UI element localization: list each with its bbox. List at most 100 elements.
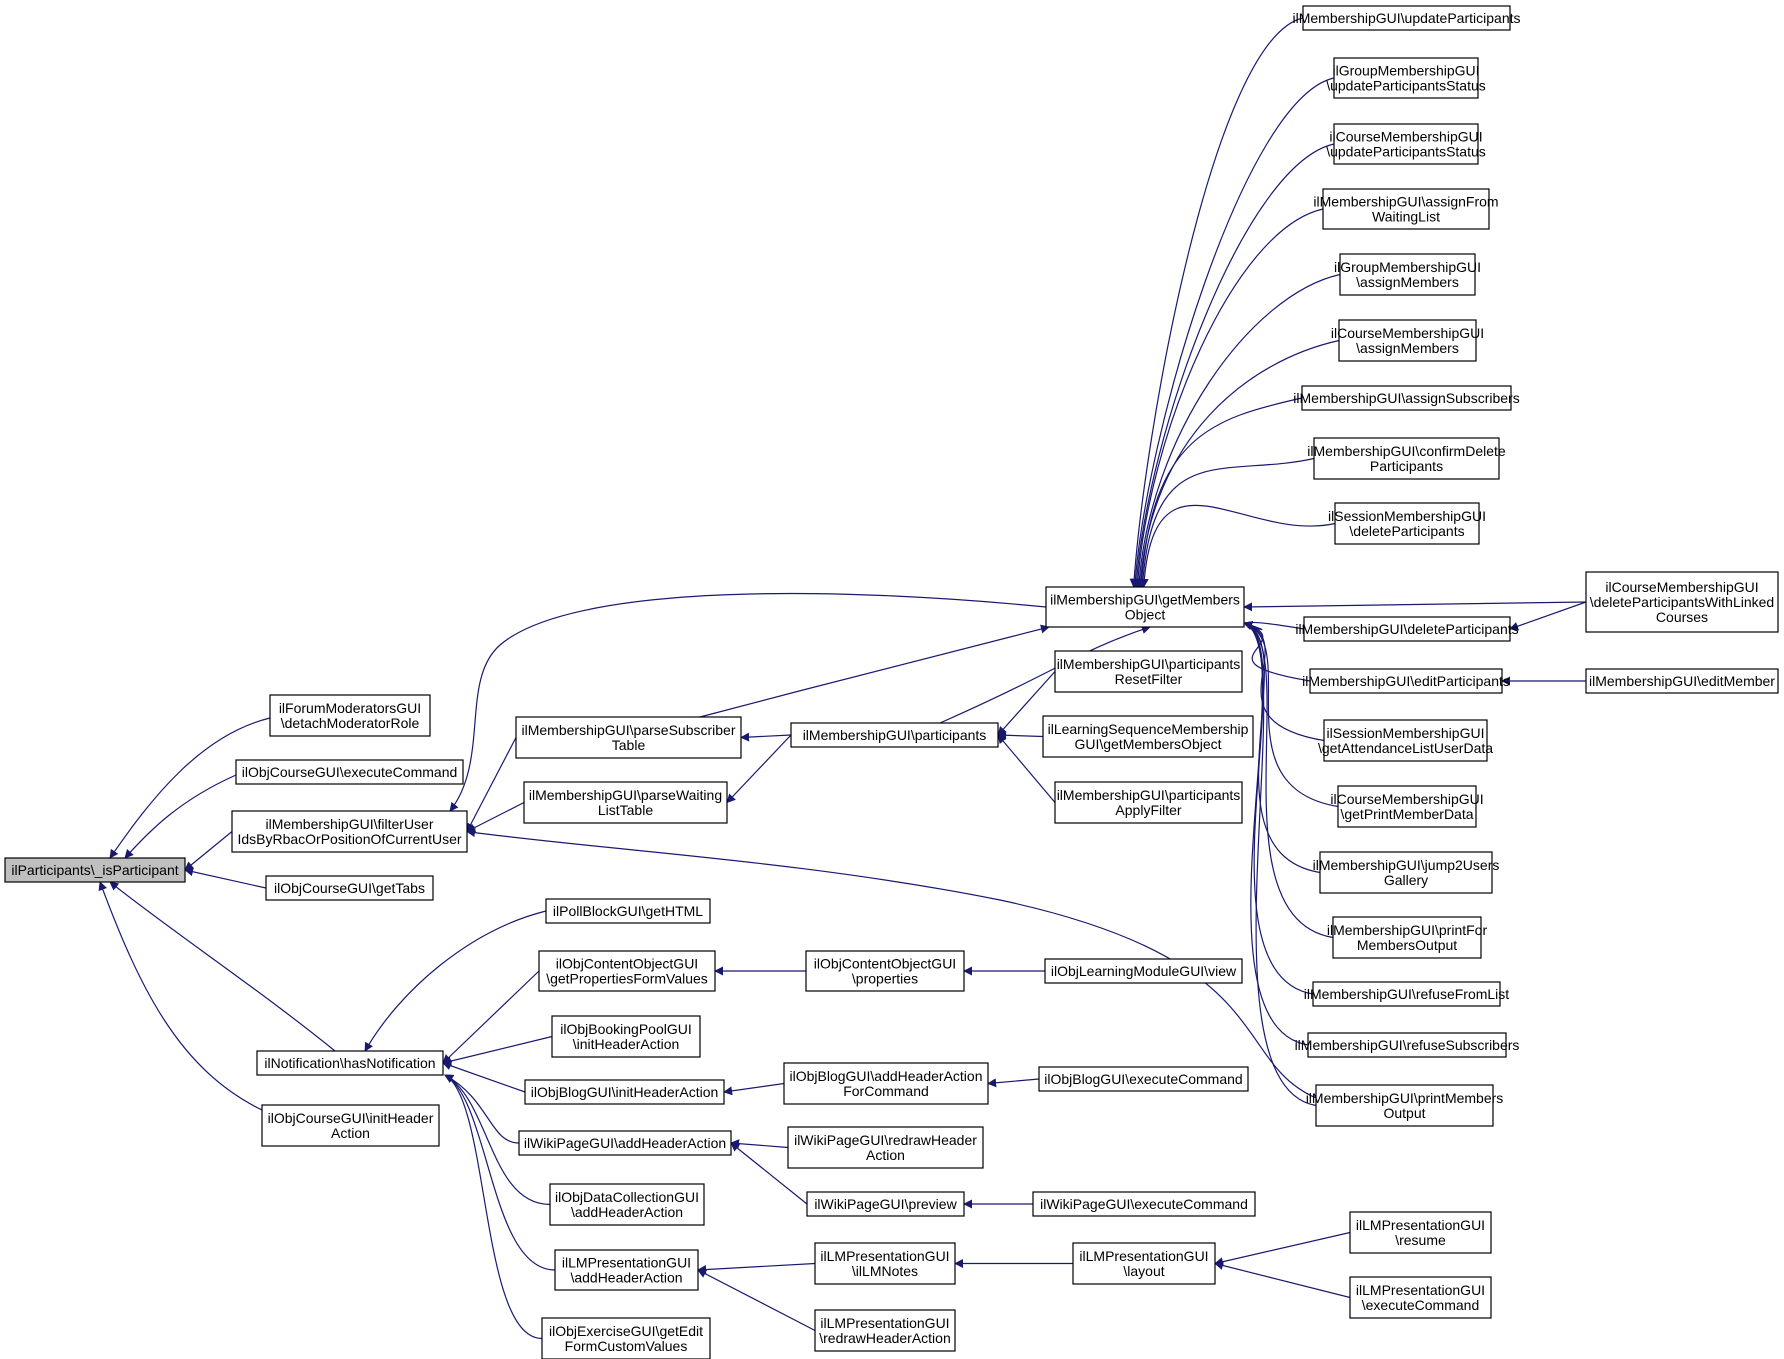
node-sessionAttendance[interactable]: ilSessionMembershipGUI\getAttendanceList… <box>1318 719 1493 762</box>
node-label: ilObjContentObjectGUI <box>814 956 956 972</box>
node-box <box>265 875 434 901</box>
node-label: ilLMPresentationGUI <box>1079 1248 1208 1264</box>
node-box <box>1333 123 1479 165</box>
node-box <box>1585 571 1779 633</box>
node-label: FormCustomValues <box>565 1338 688 1354</box>
node-refuseFromList[interactable]: ilMembershipGUI\refuseFromList <box>1304 981 1509 1007</box>
node-coursePrintData[interactable]: ilCourseMembershipGUI\getPrintMemberData <box>1330 785 1484 828</box>
edge-contentGetProps-to-hasNotif <box>442 970 540 1064</box>
node-label: ilObjBlogGUI\executeCommand <box>1044 1071 1242 1087</box>
edge-parseSubscriber-to-filterUser <box>466 737 517 833</box>
node-deleteParticipants[interactable]: ilMembershipGUI\deleteParticipants <box>1295 616 1519 642</box>
node-lsGetMembers[interactable]: ilLearningSequenceMembershipGUI\getMembe… <box>1042 715 1254 758</box>
node-courseUpdateStatus[interactable]: ilCourseMembershipGUI\updateParticipants… <box>1326 123 1486 165</box>
node-wikiRedraw[interactable]: ilWikiPageGUI\redrawHeaderAction <box>787 1126 984 1169</box>
node-box <box>1302 5 1511 31</box>
node-label: ilCourseMembershipGUI <box>1330 791 1483 807</box>
node-box <box>1032 1191 1256 1217</box>
node-box <box>261 1104 440 1147</box>
node-box <box>1339 253 1476 296</box>
node-label: Participants <box>1370 458 1443 474</box>
node-box <box>790 722 999 748</box>
node-getMembersObject[interactable]: ilMembershipGUI\getMembersObject <box>1045 586 1245 628</box>
node-blogExec[interactable]: ilObjBlogGUI\executeCommand <box>1038 1066 1249 1092</box>
node-label: ilObjLearningModuleGUI\view <box>1051 963 1237 979</box>
node-courseAssign[interactable]: ilCourseMembershipGUI\assignMembers <box>1331 319 1484 362</box>
node-sessionDelete[interactable]: ilSessionMembershipGUI\deleteParticipant… <box>1328 502 1486 545</box>
node-box <box>551 1015 701 1058</box>
node-box <box>1042 715 1254 758</box>
edge-getMembersObject-to-filterUser <box>449 592 1047 812</box>
node-lmPresResume[interactable]: ilLMPresentationGUI\resume <box>1349 1211 1492 1254</box>
node-groupAssign[interactable]: ilGroupMembershipGUI\assignMembers <box>1334 253 1481 296</box>
node-lmPresRedraw[interactable]: ilLMPresentationGUI\redrawHeaderAction <box>814 1309 956 1352</box>
node-updateParticipants[interactable]: ilMembershipGUI\updateParticipants <box>1293 5 1521 31</box>
node-box <box>515 716 742 759</box>
node-lmPresAdd[interactable]: ilLMPresentationGUI\addHeaderAction <box>554 1249 699 1291</box>
edge-wikiRedraw-to-wikiAddHdr <box>730 1139 789 1149</box>
node-refuseSubscribers[interactable]: ilMembershipGUI\refuseSubscribers <box>1295 1032 1520 1058</box>
node-wikiAddHdr[interactable]: ilWikiPageGUI\addHeaderAction <box>518 1130 732 1156</box>
node-filterUser[interactable]: ilMembershipGUI\filterUserIdsByRbacOrPos… <box>231 810 468 853</box>
node-box <box>1315 1084 1494 1127</box>
node-lmPresLayout[interactable]: ilLMPresentationGUI\layout <box>1072 1242 1216 1285</box>
edge-printMembersOut-to-filterUser <box>466 828 1317 1099</box>
node-assignSubscribers[interactable]: ilMembershipGUI\assignSubscribers <box>1293 385 1520 411</box>
node-lmPresNotes[interactable]: ilLMPresentationGUI\ilLMNotes <box>814 1242 956 1285</box>
node-forumDetach[interactable]: ilForumModeratorsGUI\detachModeratorRole <box>269 694 431 737</box>
edge-refuseFromList-to-getMembersObject <box>1243 621 1314 995</box>
node-wikiExec[interactable]: ilWikiPageGUI\executeCommand <box>1032 1191 1256 1217</box>
node-label: ilMembershipGUI\printFor <box>1327 922 1488 938</box>
node-dataColAdd[interactable]: ilObjDataCollectionGUI\addHeaderAction <box>549 1183 705 1226</box>
node-pollGetHTML[interactable]: ilPollBlockGUI\getHTML <box>545 898 711 924</box>
node-editMember[interactable]: ilMembershipGUI\editMember <box>1585 668 1779 694</box>
edge-pollGetHTML-to-hasNotif <box>364 910 547 1052</box>
node-participants[interactable]: ilMembershipGUI\participants <box>790 722 999 748</box>
node-box <box>523 781 728 824</box>
node-label: \getAttendanceListUserData <box>1318 740 1493 756</box>
node-label: ilMembershipGUI\editMember <box>1589 673 1775 689</box>
node-groupUpdateStatus[interactable]: ilGroupMembershipGUI\updateParticipantsS… <box>1326 57 1486 99</box>
node-blogInit[interactable]: ilObjBlogGUI\initHeaderAction <box>524 1079 725 1105</box>
node-box <box>4 857 186 883</box>
node-label: \deleteParticipants <box>1349 523 1464 539</box>
nodes-layer: ilParticipants\_isParticipant ilForumMode… <box>4 5 1779 1359</box>
node-label: ilMembershipGUI\participants <box>803 727 987 743</box>
node-label: ilMembershipGUI\parseWaiting <box>529 787 722 803</box>
node-contentProps[interactable]: ilObjContentObjectGUI\properties <box>805 950 965 992</box>
node-courseExec[interactable]: ilObjCourseGUI\executeCommand <box>235 759 464 785</box>
edge-confirmDelete-to-getMembersObject <box>1138 457 1315 588</box>
node-wikiPreview[interactable]: ilWikiPageGUI\preview <box>806 1191 965 1217</box>
node-box <box>1334 502 1480 545</box>
node-lmPresExec[interactable]: ilLMPresentationGUI\executeCommand <box>1349 1276 1492 1319</box>
node-label: ilLMPresentationGUI <box>820 1248 949 1264</box>
node-label: \deleteParticipantsWithLinked <box>1590 594 1774 610</box>
edges-layer <box>98 17 1587 1340</box>
node-hasNotif[interactable]: ilNotification\hasNotification <box>256 1050 444 1076</box>
node-contentGetProps[interactable]: ilObjContentObjectGUI\getPropertiesFormV… <box>538 950 716 992</box>
node-bookingInit[interactable]: ilObjBookingPoolGUI\initHeaderAction <box>551 1015 701 1058</box>
edge-assignFromWaiting-to-getMembersObject <box>1133 208 1324 588</box>
node-box <box>235 759 464 785</box>
node-courseInitHdr[interactable]: ilObjCourseGUI\initHeaderAction <box>261 1104 440 1147</box>
node-label: Action <box>866 1147 905 1163</box>
node-courseDeleteLinked[interactable]: ilCourseMembershipGUI\deleteParticipants… <box>1585 571 1779 633</box>
edge-assignSubscribers-to-getMembersObject <box>1137 397 1303 588</box>
node-root[interactable]: ilParticipants\_isParticipant <box>4 857 186 883</box>
node-courseTabs[interactable]: ilObjCourseGUI\getTabs <box>265 875 434 901</box>
node-label: ilObjBookingPoolGUI <box>560 1021 692 1037</box>
node-confirmDelete[interactable]: ilMembershipGUI\confirmDeleteParticipant… <box>1307 437 1506 480</box>
node-editParticipants[interactable]: ilMembershipGUI\editParticipants <box>1302 668 1510 694</box>
edge-parseSubscriber-to-getMembersObject <box>699 624 1050 718</box>
node-lmView[interactable]: ilObjLearningModuleGUI\view <box>1044 958 1243 984</box>
